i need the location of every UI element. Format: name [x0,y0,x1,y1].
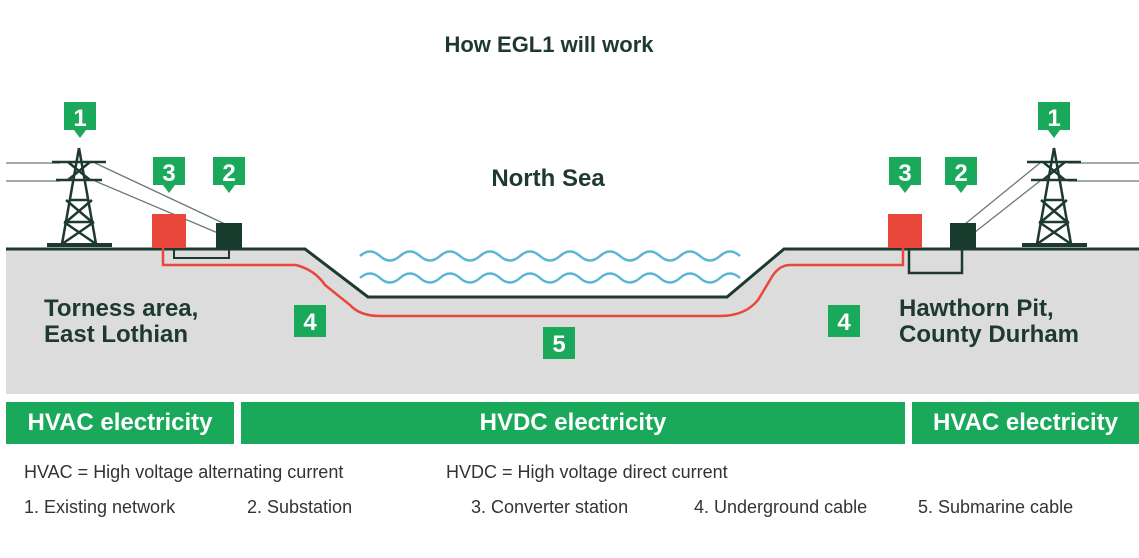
right-substation-icon [950,223,976,248]
hvac-definition: HVAC = High voltage alternating current [24,462,344,482]
marker-1-right: 1 [1038,102,1070,138]
svg-text:3: 3 [898,160,911,187]
marker-3-right: 3 [889,157,921,193]
right-hvac-link [907,248,964,275]
cable-route [161,229,905,318]
diagram-title: How EGL1 will work [444,32,654,57]
legend-item-underground-cable: 4. Underground cable [694,497,868,517]
svg-text:1: 1 [73,105,86,132]
marker-2-right: 2 [945,157,977,193]
band-hvac-left: HVAC electricity [6,402,234,444]
left-location-line1: Torness area, [44,295,198,322]
egl1-diagram: How EGL1 will work North Sea [6,32,1139,394]
marker-5: 5 [543,327,575,359]
svg-text:3: 3 [162,160,175,187]
marker-4-right: 4 [828,305,860,337]
marker-4-left: 4 [294,305,326,337]
left-power-lines [6,162,226,237]
marker-3-left: 3 [153,157,185,193]
svg-text:5: 5 [552,331,565,358]
legend-item-converter-station: 3. Converter station [471,497,629,517]
sea-waves [359,250,741,284]
band-hvdc-middle: HVDC electricity [241,402,905,444]
right-converter-station-icon [888,214,922,248]
legend-item-submarine-cable: 5. Submarine cable [918,497,1074,517]
svg-text:4: 4 [303,309,317,336]
svg-text:4: 4 [837,309,851,336]
legend-item-substation: 2. Substation [247,497,353,517]
ground-surface-line [6,247,1139,299]
right-location-line1: Hawthorn Pit, [899,295,1054,322]
band-hvac-right: HVAC electricity [912,402,1139,444]
svg-text:2: 2 [222,160,235,187]
left-converter-station-icon [152,214,186,248]
right-pylon-icon [1022,147,1087,247]
svg-text:2: 2 [954,160,967,187]
left-hvdc-link [173,248,230,259]
marker-1-left: 1 [64,102,96,138]
marker-2-left: 2 [213,157,245,193]
ground-area [6,249,1139,394]
svg-text:1: 1 [1047,105,1060,132]
legend-item-existing-network: 1. Existing network [24,497,176,517]
left-pylon-icon [47,147,112,247]
sea-label: North Sea [491,165,605,192]
right-location-line2: County Durham [899,321,1079,348]
left-substation-icon [216,223,242,248]
left-location-line2: East Lothian [44,321,188,348]
hvdc-definition: HVDC = High voltage direct current [446,462,728,482]
